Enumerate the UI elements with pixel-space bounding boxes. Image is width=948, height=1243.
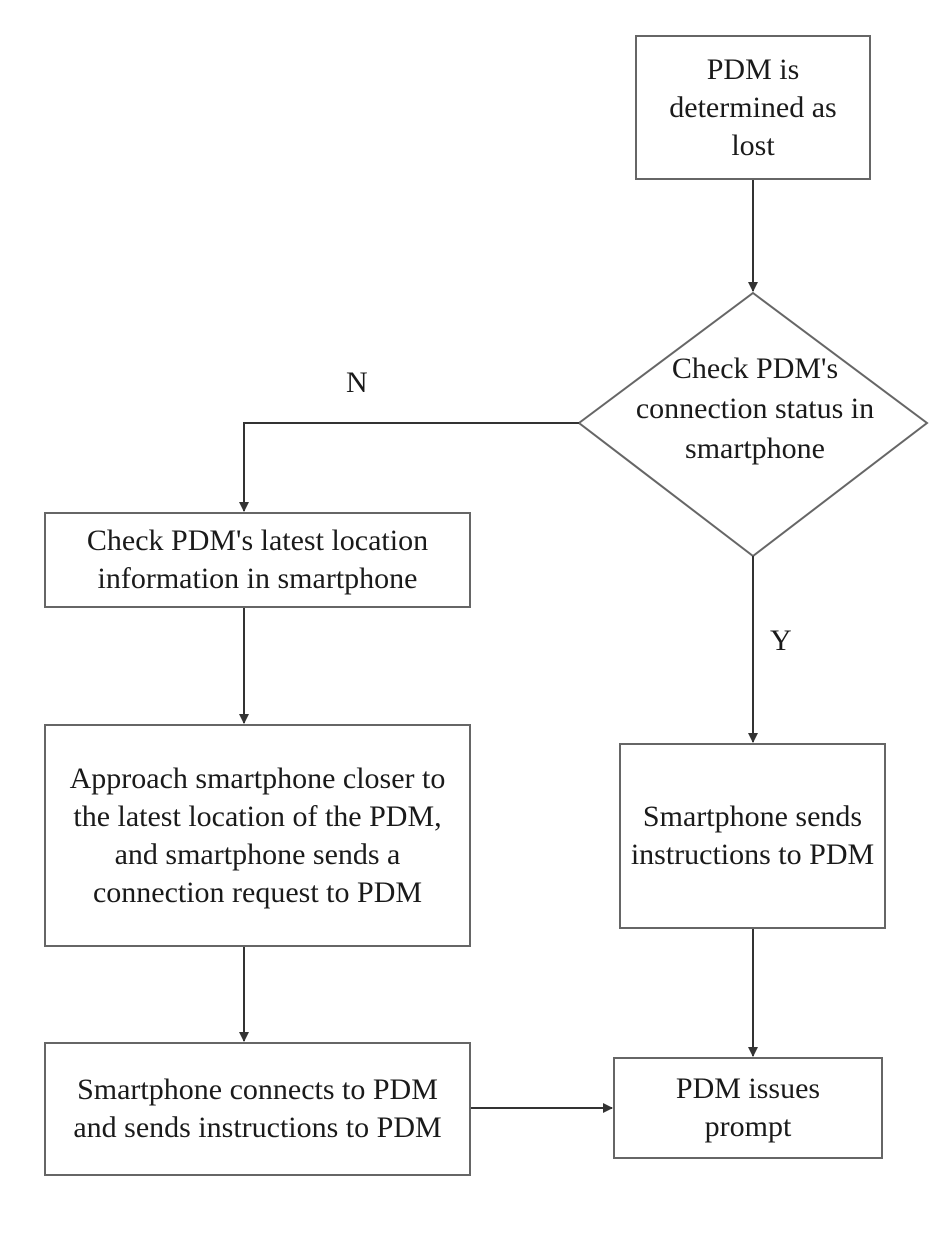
send-instructions-node-text: Smartphone sends instructions to PDM	[627, 798, 878, 874]
arrow-decision-no	[244, 423, 579, 511]
approach-node-text: Approach smartphone closer to the latest…	[52, 760, 463, 912]
prompt-node-text: PDM issues prompt	[655, 1070, 841, 1146]
start-node-text: PDM is determined as lost	[663, 51, 843, 165]
send-instructions-node: Smartphone sends instructions to PDM	[619, 743, 886, 929]
yes-branch-label: Y	[770, 624, 792, 658]
no-branch-label: N	[346, 366, 368, 400]
check-location-node: Check PDM's latest location information …	[44, 512, 471, 608]
connect-node: Smartphone connects to PDM and sends ins…	[44, 1042, 471, 1176]
start-node: PDM is determined as lost	[635, 35, 871, 180]
connect-node-text: Smartphone connects to PDM and sends ins…	[66, 1071, 449, 1147]
prompt-node: PDM issues prompt	[613, 1057, 883, 1159]
check-location-node-text: Check PDM's latest location information …	[52, 522, 463, 598]
approach-node: Approach smartphone closer to the latest…	[44, 724, 471, 947]
decision-node-text: Check PDM's connection status in smartph…	[620, 349, 890, 469]
